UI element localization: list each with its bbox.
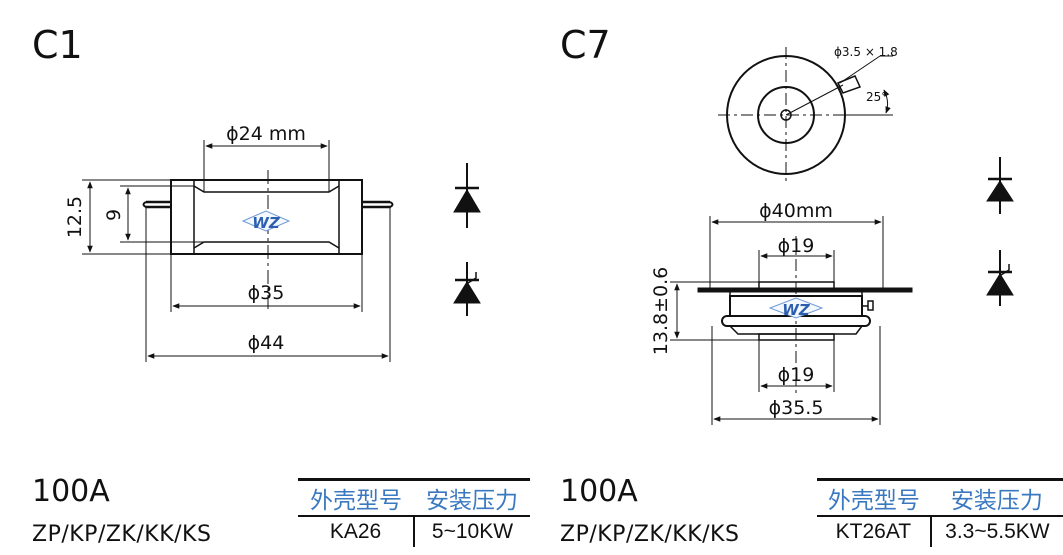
c7-dim-base: ϕ35.5 <box>769 397 824 419</box>
c1-wz-logo: WZ <box>241 210 291 232</box>
svg-text:WZ: WZ <box>252 214 281 232</box>
c7-header-mount-pressure: 安装压力 <box>930 478 1063 517</box>
c1-dim-top: ϕ24 mm <box>226 123 306 145</box>
c1-dim-mid: ϕ35 <box>248 282 285 304</box>
c7-current-rating: 100A <box>560 474 638 509</box>
c1-dim-height-outer: 12.5 <box>64 196 86 238</box>
c1-header-case-type: 外壳型号 <box>298 478 414 517</box>
c1-spec-table: 外壳型号 安装压力 KA26 5~10KW <box>298 478 530 547</box>
c7-dim-bottom: ϕ19 <box>778 364 815 386</box>
c1-dim-outer: ϕ44 <box>248 332 285 354</box>
c1-outline-drawing <box>82 140 394 362</box>
c1-diode-symbol <box>453 163 481 228</box>
table-row: KA26 5~10KW <box>298 516 530 547</box>
c1-thyristor-symbol <box>453 262 481 316</box>
c1-header-mount-pressure: 安装压力 <box>414 478 530 517</box>
c7-dim-outer: ϕ40mm <box>759 200 833 222</box>
table-row: KT26AT 3.3~5.5KW <box>817 516 1063 547</box>
svg-text:WZ: WZ <box>782 301 811 319</box>
c7-thyristor-symbol <box>986 250 1014 306</box>
c1-model-label: C1 <box>32 23 83 67</box>
c7-dim-lead: ϕ3.5 × 1.8 <box>834 45 898 59</box>
drawing-canvas: C1 ϕ24 mm ϕ35 <box>32 23 1014 425</box>
c7-top-view <box>718 47 893 183</box>
c1-dim-height-inner: 9 <box>103 209 125 221</box>
c7-diode-symbol <box>986 157 1014 214</box>
c7-wz-logo: WZ <box>768 297 824 319</box>
c7-spec-table: 外壳型号 安装压力 KT26AT 3.3~5.5KW <box>817 478 1063 547</box>
c1-case-type-value: KA26 <box>329 520 382 543</box>
c7-device-types: ZP/KP/ZK/KK/KS <box>560 522 740 547</box>
c7-case-type-value: KT26AT <box>835 520 912 543</box>
c7-dim-height: 13.8±0.6 <box>650 267 672 355</box>
c7-dim-angle: 25° <box>866 90 887 104</box>
c7-header-case-type: 外壳型号 <box>817 478 931 517</box>
c1-mount-pressure-value: 5~10KW <box>413 516 530 547</box>
c1-device-types: ZP/KP/ZK/KK/KS <box>32 522 212 547</box>
c1-current-rating: 100A <box>32 474 110 509</box>
c7-dim-top: ϕ19 <box>778 235 815 257</box>
c7-model-label: C7 <box>560 23 611 67</box>
c7-mount-pressure-value: 3.3~5.5KW <box>929 516 1063 547</box>
